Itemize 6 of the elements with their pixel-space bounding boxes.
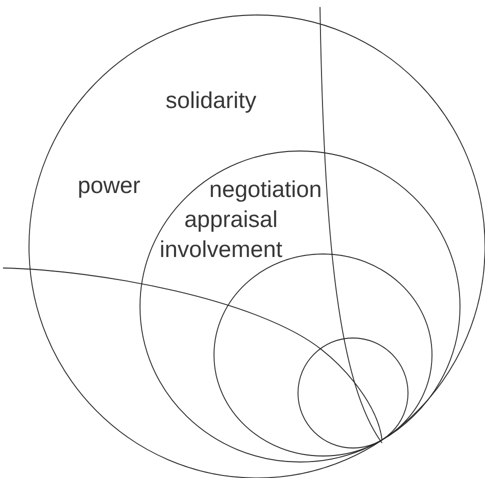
- circle-label: involvement: [161, 240, 282, 258]
- circle-label: negotiation: [210, 180, 320, 202]
- circle-label: solidarity: [166, 91, 256, 113]
- circle: [298, 338, 408, 448]
- circle-label: appraisal: [185, 210, 276, 232]
- circle-label: power: [79, 180, 140, 198]
